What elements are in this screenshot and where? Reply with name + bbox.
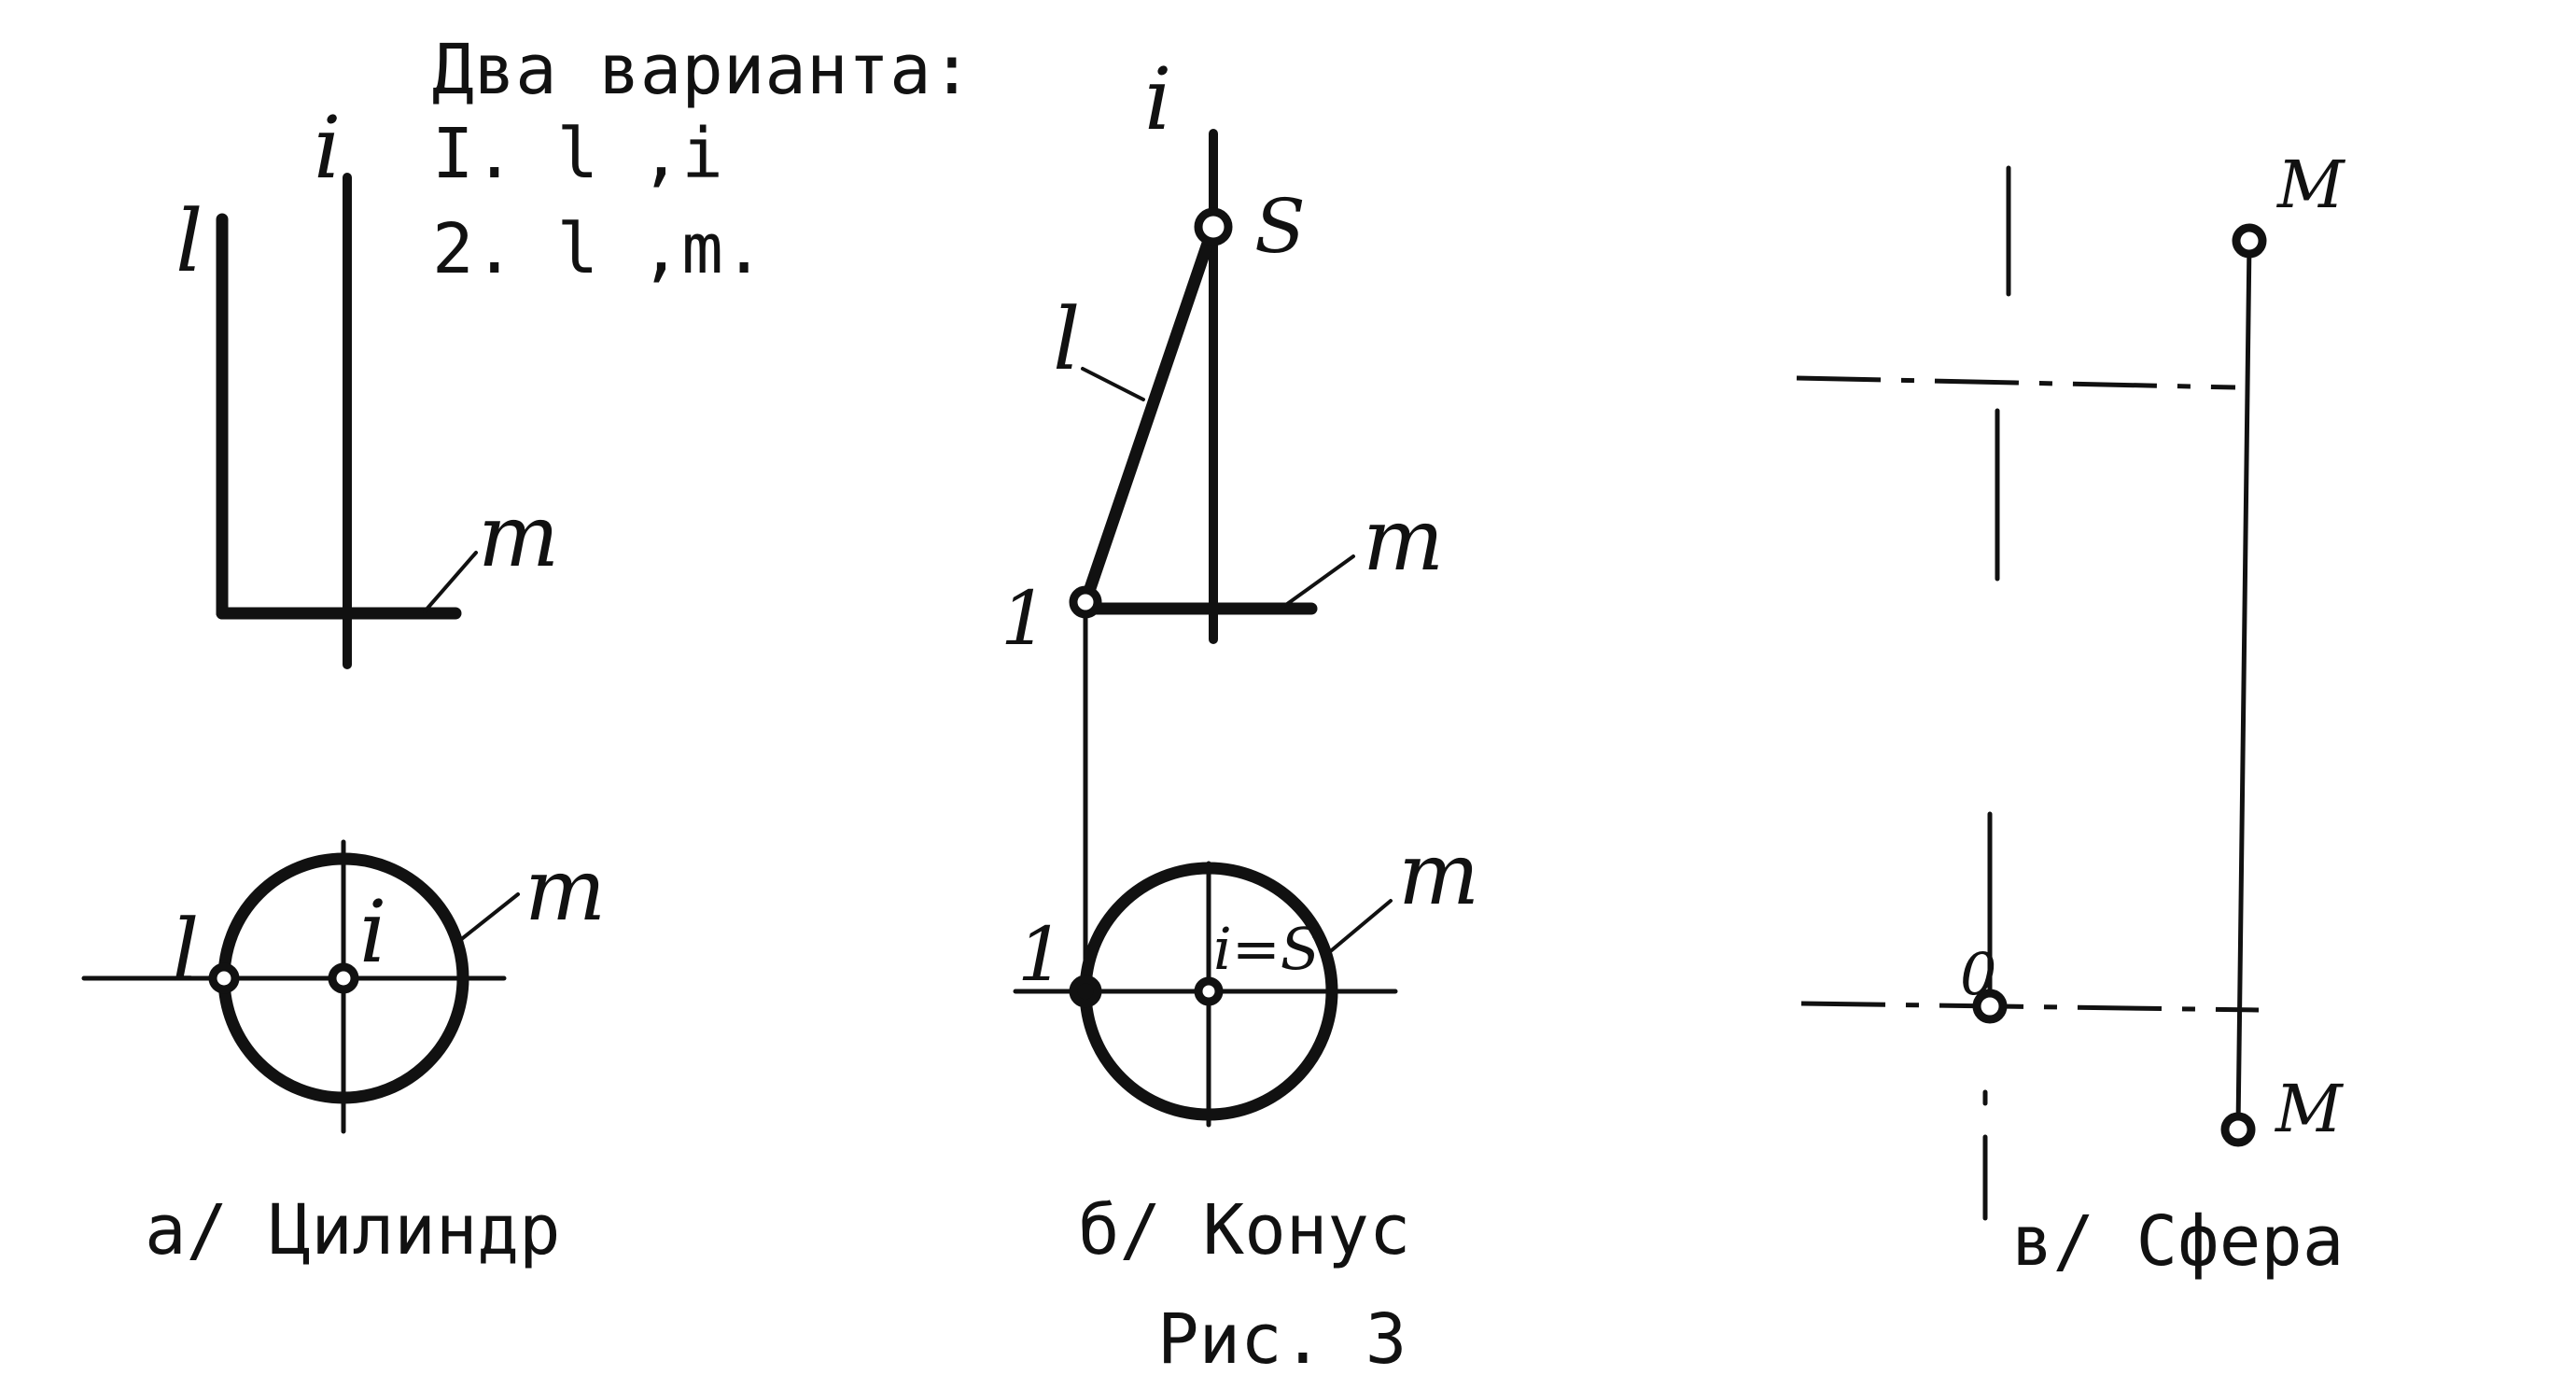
label-M-bottom: M: [2274, 1071, 2345, 1147]
label-1-plan: 1: [1017, 911, 1065, 998]
figure-caption: Рис. 3: [1157, 1299, 1407, 1375]
label-m: m: [1363, 490, 1444, 590]
point-1: [1069, 585, 1102, 619]
label-l-plan: l: [172, 901, 199, 1001]
caption-cylinder: а/ Цилиндр: [145, 1190, 561, 1270]
label-M-top: M: [2275, 147, 2346, 223]
variant-2: 2. l ,m.: [432, 209, 764, 289]
label-i: i: [314, 98, 341, 198]
variants-title: Два варианта:: [432, 30, 973, 110]
label-iS-plan: i=S: [1213, 915, 1320, 983]
panel-cylinder: l i m l i m а/ Цилиндр: [81, 98, 606, 1270]
label-m-plan: m: [525, 840, 606, 940]
point-M-top: [2232, 223, 2267, 259]
label-l: l: [1053, 289, 1080, 389]
vertex-S: [1194, 207, 1233, 246]
leader-m-plan: [457, 892, 520, 943]
label-l: l: [175, 191, 203, 291]
leader-m: [1281, 554, 1355, 609]
label-m-plan: m: [1398, 824, 1479, 924]
leader-m-plan: [1325, 899, 1393, 956]
point-M-bottom: [2220, 1112, 2256, 1147]
chord-MM: [2235, 238, 2252, 1130]
generatrix-l: [1079, 220, 1220, 609]
label-O: 0: [1960, 940, 1996, 1008]
point-i-plan: [328, 962, 359, 994]
point-O: [1972, 989, 2008, 1024]
caption-cone: б/ Конус: [1078, 1190, 1410, 1270]
label-i-plan: i: [359, 882, 386, 982]
point-1-plan: [1069, 975, 1102, 1008]
variant-1: I. l ,i: [432, 114, 723, 194]
panel-cone: i S l m 1 1 i=S m б/ Конус: [1001, 49, 1479, 1270]
leader-l: [1081, 367, 1145, 401]
point-l-plan: [208, 962, 240, 994]
label-S: S: [1254, 183, 1306, 270]
lower-center-line: [1800, 1001, 2260, 1013]
label-m: m: [478, 486, 559, 586]
label-1: 1: [1001, 575, 1048, 662]
upper-center-line: [1796, 375, 2236, 390]
point-iS-plan: [1194, 976, 1224, 1006]
panel-sphere: M M 0 в/ Сфера: [1796, 147, 2346, 1282]
caption-sphere: в/ Сфера: [2011, 1201, 2344, 1282]
leader-m: [423, 551, 478, 613]
label-i: i: [1144, 49, 1171, 149]
